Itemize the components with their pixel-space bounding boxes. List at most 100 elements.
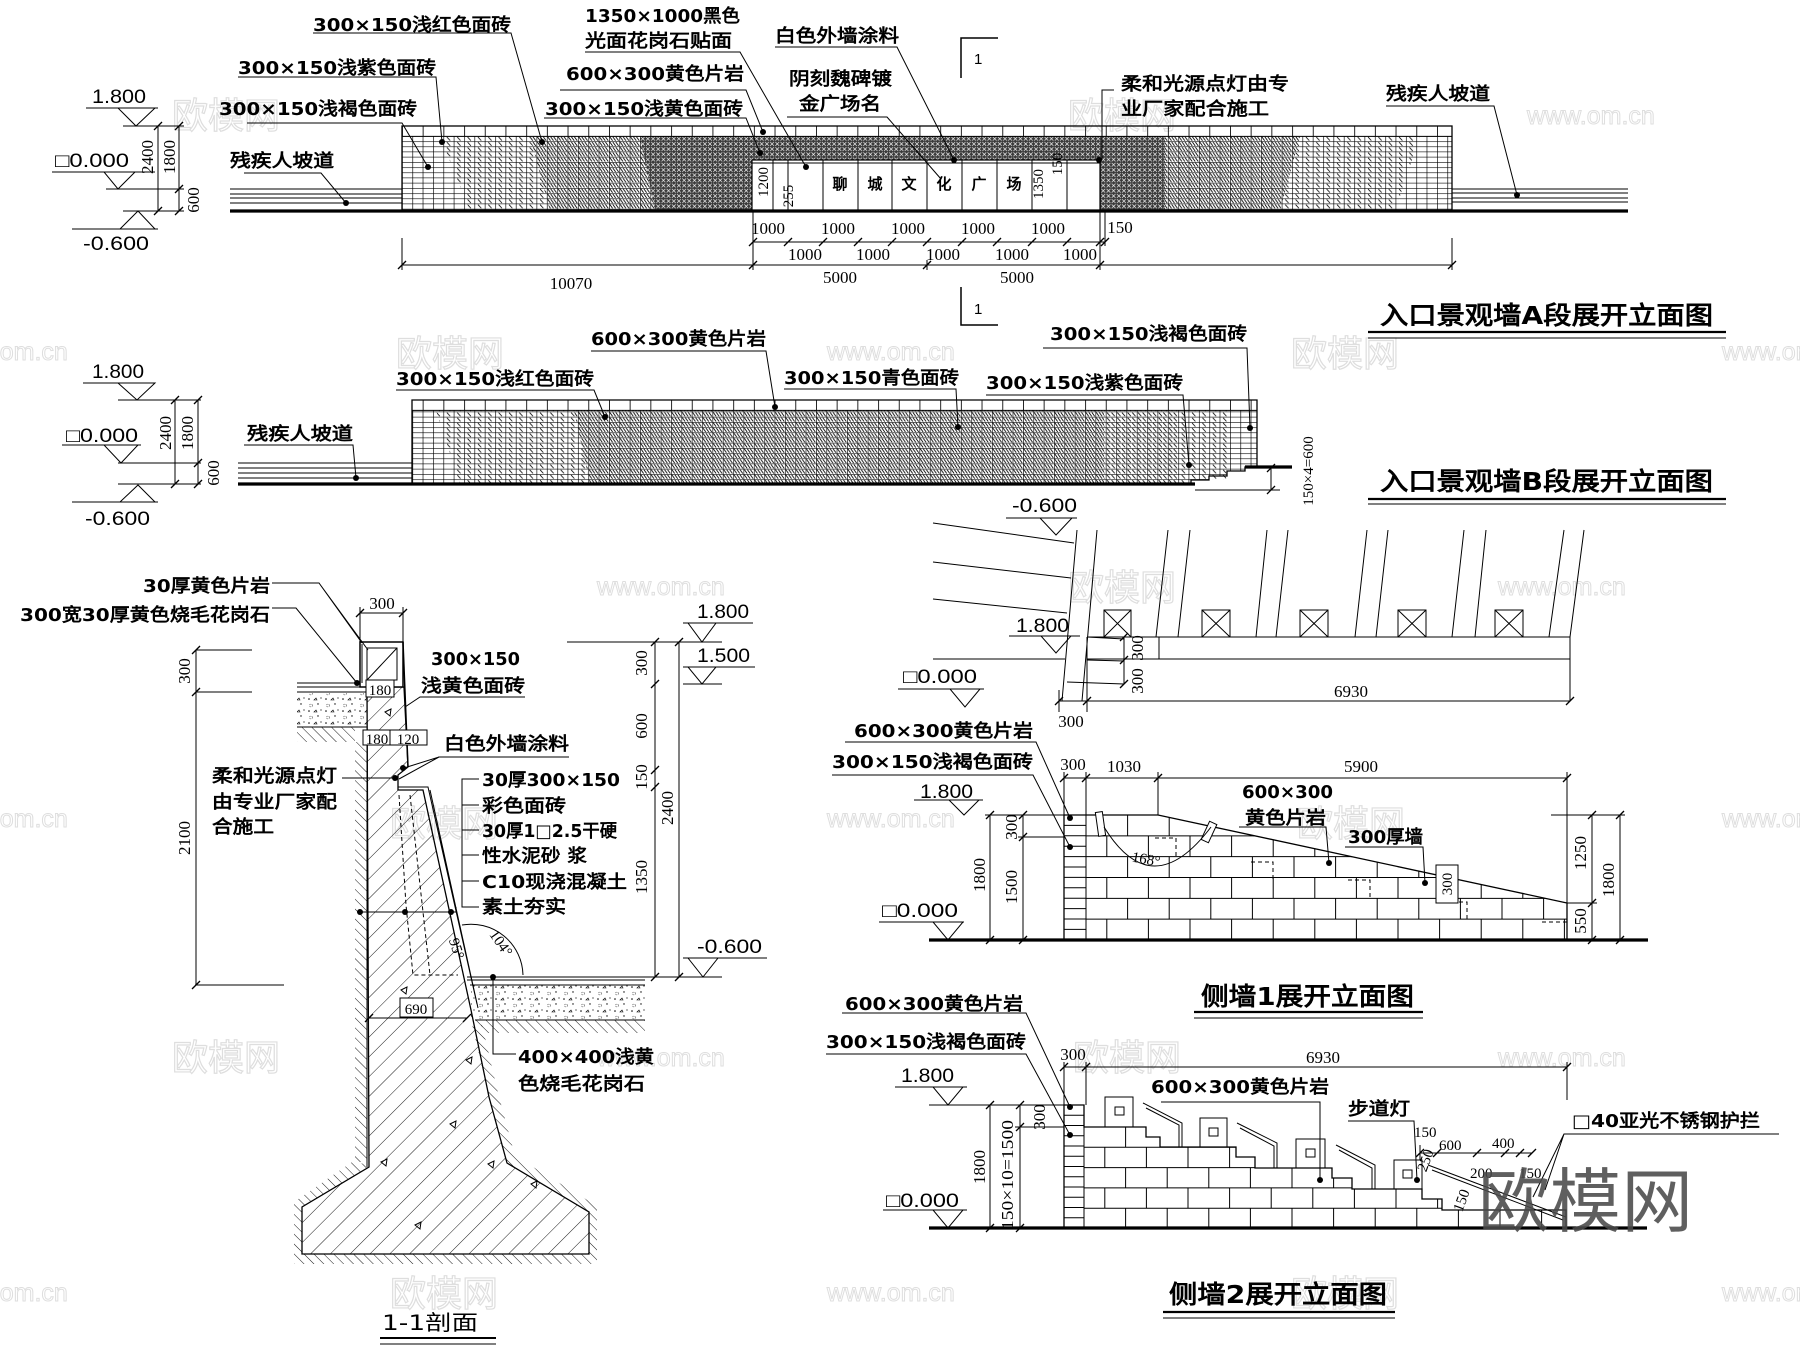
level-triangle-icon — [118, 210, 157, 230]
lamp-icon — [1094, 810, 1107, 837]
dimension-tick — [1266, 463, 1276, 473]
dim-chain-lower: 1000 — [995, 245, 1029, 264]
leader-slate — [842, 1012, 1071, 1108]
dimension-tick — [153, 121, 163, 131]
plan-view: 6930 300 300 300 -0.600 1.800 □0.000 — [898, 496, 1585, 731]
leader-light — [1101, 89, 1114, 160]
dimension-tick — [397, 260, 407, 270]
dimension-tick — [1015, 1100, 1025, 1110]
dim-stair: 200 — [1470, 1166, 1493, 1182]
leader-dot — [425, 164, 431, 170]
label-engraving-line1: 阴刻魏碑镀 — [789, 68, 893, 90]
level-triangle-icon — [102, 171, 137, 190]
dimension-tick — [1018, 810, 1028, 820]
dimension-tick — [1562, 1062, 1572, 1072]
leader-purple-tile — [238, 76, 443, 143]
dimension-tick — [1415, 1148, 1425, 1158]
dim-stair: 250 — [1415, 1147, 1438, 1174]
dimension-tick — [818, 237, 828, 247]
dimension-tick — [462, 1013, 472, 1023]
light-conduit-dashed — [398, 794, 458, 976]
dimension-tick — [1015, 1122, 1025, 1132]
dim-box-value: 180 — [366, 732, 389, 748]
dimension-tick — [650, 765, 660, 775]
leader-cyan-tile — [784, 388, 959, 428]
watermark-url: www.om.cn — [596, 1044, 725, 1072]
watermark-logo: 欧模网 — [1068, 568, 1176, 609]
leader-granite-coping — [272, 607, 358, 684]
section-mark-bracket — [960, 37, 998, 78]
leader-dot — [1067, 844, 1073, 850]
dimension-tick — [1615, 810, 1625, 820]
wall-a-hatch-light-left — [440, 136, 550, 211]
watermark-url: www.om.cn — [1497, 1044, 1626, 1072]
watermark-url: www.om.cn — [1721, 805, 1800, 833]
watermark-logo: 欧模网 — [1291, 334, 1399, 375]
dimension-tick — [748, 237, 758, 247]
dimension-tick — [170, 395, 180, 405]
label-light-line1: 柔和光源点灯由专 — [1121, 73, 1289, 95]
step-lights — [1104, 1096, 1423, 1190]
gate-dim-left-height: 1200 — [756, 167, 772, 197]
dimension-tick — [1082, 696, 1092, 706]
dimension-tick — [985, 810, 995, 820]
watermark-url: www.om.cn — [1526, 102, 1655, 130]
dimension-tick — [1018, 935, 1028, 945]
wall-1-dim-lines — [985, 772, 1625, 940]
gate-name-panel — [751, 159, 1101, 212]
slope-tile-facing — [398, 786, 479, 1009]
level-zero: □0.000 — [903, 667, 977, 688]
leader-dot — [400, 765, 406, 771]
dim-top: 6930 — [1306, 1048, 1340, 1067]
step-light-icon — [1393, 1159, 1423, 1190]
dim-chain-upper: 1000 — [821, 219, 855, 238]
label-layer: 性水泥砂 浆 — [482, 845, 588, 867]
dimension-tick — [957, 237, 967, 247]
leader-dot — [1067, 1104, 1073, 1110]
dimension-tick — [1432, 1148, 1442, 1158]
dimension-tick — [922, 260, 932, 270]
elevation-b: 1.800 □0.000 -0.600 2400 1800 600 600×30… — [62, 323, 1726, 530]
level-triangle-icon — [102, 444, 140, 464]
elevation-a: 聊 城 文 化 广 场 1200 255 1350 150 1.800 □0.0… — [52, 5, 1726, 339]
dimension-tick — [650, 637, 660, 647]
dim-steps: 150×4=600 — [1301, 436, 1317, 505]
side-wall-1: 168° 300 300 1030 5900 1800 300 1500 125… — [832, 720, 1648, 1019]
leader-slate — [560, 89, 764, 133]
level-top: 1.800 — [697, 602, 749, 623]
level-triangle-icon — [116, 107, 157, 127]
plan-radial-lines — [1155, 529, 1585, 638]
dimension-tick — [191, 980, 201, 990]
soil-left-of-wall — [355, 742, 367, 1162]
leader-dot — [1067, 815, 1073, 821]
watermark-url: www.om.cn — [0, 805, 68, 833]
dimension-tick — [1587, 810, 1597, 820]
level-top: 1.800 — [92, 87, 146, 108]
section-title: 1-1剖面 — [382, 1311, 478, 1335]
dim-box — [365, 679, 395, 698]
lamp-icon — [1200, 820, 1218, 844]
step-light-icon — [1199, 1117, 1228, 1148]
wall-a-hatch-dark-right — [1100, 136, 1165, 211]
leader-paving — [492, 977, 516, 1055]
label-paving: 色烧毛花岗石 — [518, 1073, 645, 1095]
dim-left-top: 300 — [175, 658, 194, 684]
side-wall-1-tile-strip — [1064, 824, 1086, 930]
level-bottom: -0.600 — [697, 937, 762, 958]
label-slate: 600×300黄色片岩 — [566, 63, 744, 85]
dimension-tick — [1447, 260, 1457, 270]
dimension-ticks — [153, 121, 1625, 1233]
watermark-logo-large: 欧模网 — [1478, 1161, 1693, 1243]
gate-panel-dividers — [752, 160, 1100, 211]
dim-plan-width: 6930 — [1334, 682, 1368, 701]
lamp-box-icon — [1299, 609, 1329, 638]
dimension-tick — [1587, 935, 1597, 945]
handrail — [1427, 1164, 1567, 1228]
leader-dot — [1317, 1177, 1323, 1183]
dimension-tick — [1062, 237, 1072, 247]
dim-top: 300 — [1060, 1045, 1086, 1064]
side-wall-2-fill — [1064, 1105, 1566, 1228]
dimension-tick — [1515, 1148, 1525, 1158]
dimension-tick — [1562, 773, 1572, 783]
